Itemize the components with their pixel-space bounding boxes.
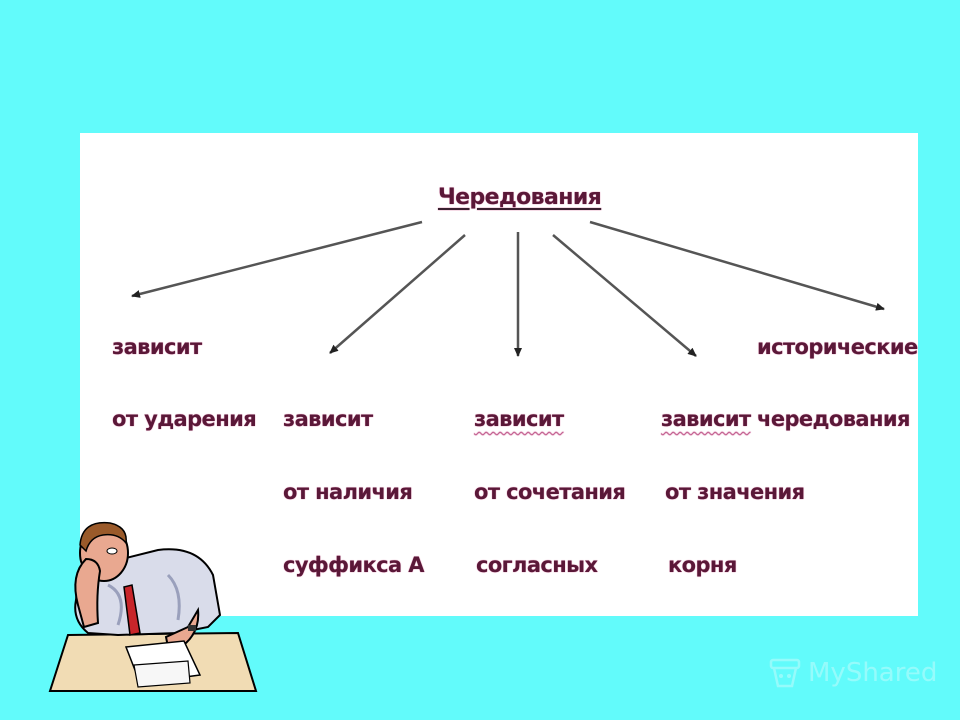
branch-5-line-2: чередования — [757, 407, 910, 431]
myshared-logo-icon — [769, 658, 801, 688]
diagram-panel — [80, 133, 918, 616]
myshared-watermark: MyShared — [768, 656, 937, 690]
branch-2-line-1: зависит — [283, 407, 373, 431]
branch-3-line-1: зависит — [474, 407, 564, 431]
branch-2-line-3: суффикса А — [283, 553, 425, 577]
branch-3-line-2: от сочетания — [474, 480, 626, 504]
branch-1-line-2: от ударения — [112, 407, 257, 431]
branch-4-line-2: от значения — [665, 480, 805, 504]
branch-4-line-1: зависит — [661, 407, 751, 431]
root-node-title: Чередования — [438, 185, 602, 210]
branch-1-line-1: зависит — [112, 335, 202, 359]
branch-5-line-1: исторические — [757, 335, 918, 359]
branch-4-line-3: корня — [668, 553, 737, 577]
tired-man-at-desk-icon — [48, 521, 258, 692]
watermark-text: MyShared — [808, 658, 938, 688]
branch-3-line-3: согласных — [476, 553, 598, 577]
branch-2-line-2: от наличия — [283, 480, 413, 504]
